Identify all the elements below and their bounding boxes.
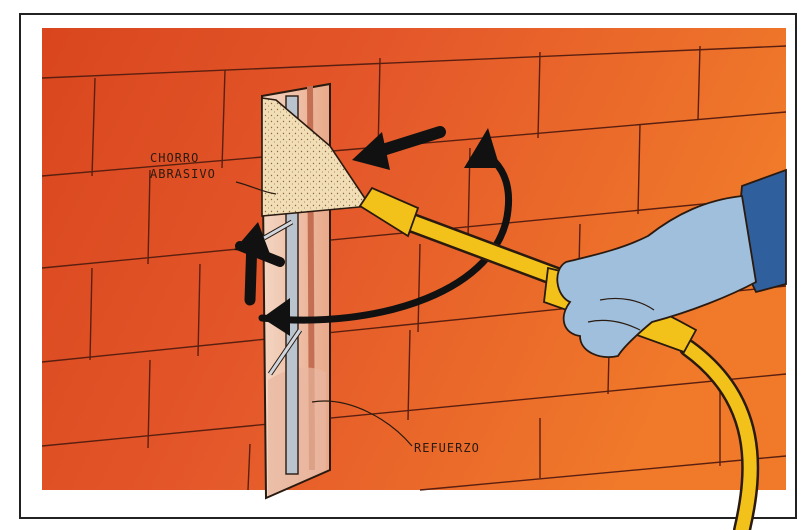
rebar-label: REFUERZO bbox=[414, 441, 480, 455]
jet-label-line1: CHORRO bbox=[150, 151, 199, 165]
jet-label-line2: ABRASIVO bbox=[150, 167, 216, 181]
